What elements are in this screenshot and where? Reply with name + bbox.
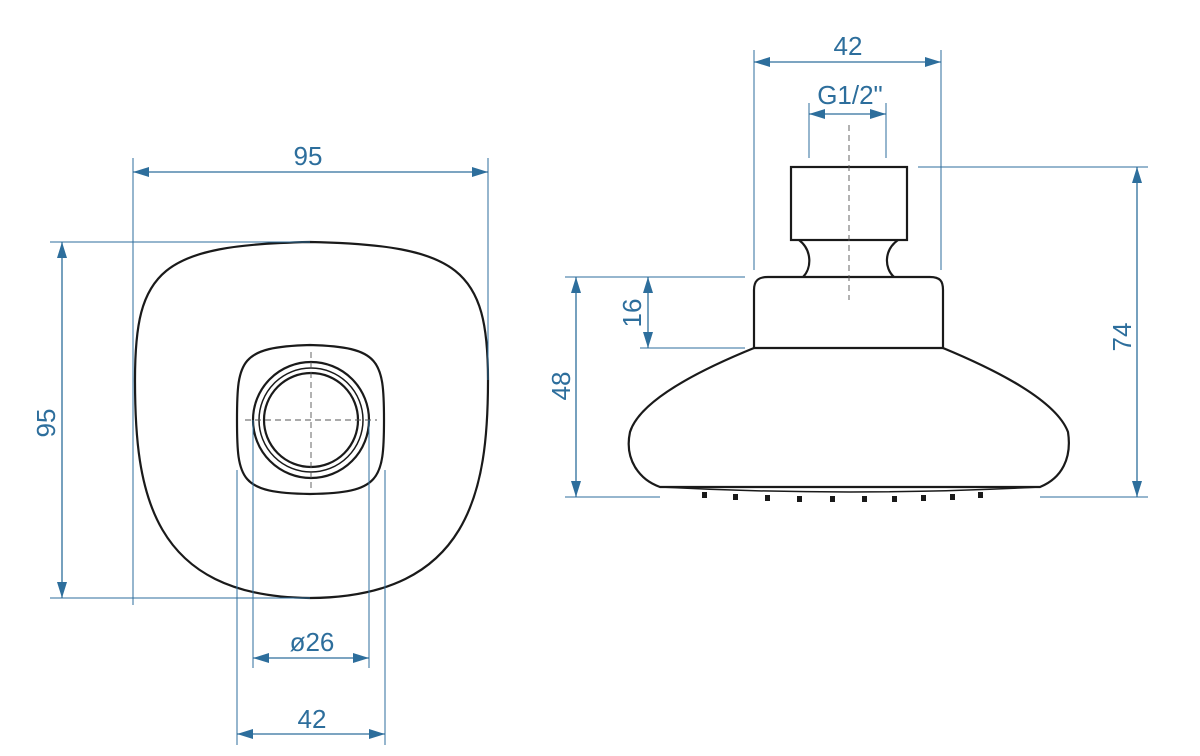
- side-thread-label: G1/2": [817, 80, 883, 110]
- side-total-arrow-top: [1132, 167, 1142, 183]
- nozzle: [950, 494, 955, 500]
- side-top-width-label: 42: [834, 31, 863, 61]
- side-collar-height-label: 16: [617, 299, 647, 328]
- side-total-height-label: 74: [1107, 323, 1137, 352]
- front-width-arrow-right: [472, 167, 488, 177]
- front-connector-arrow-left: [237, 729, 253, 739]
- nozzle: [702, 492, 707, 498]
- nozzle: [765, 495, 770, 501]
- side-collar-arrow-bottom: [643, 332, 653, 348]
- nozzle: [892, 496, 897, 502]
- side-face-plate: [659, 486, 1041, 493]
- side-collar: [752, 275, 945, 350]
- side-head-arrow-top: [571, 277, 581, 293]
- front-connector-arrow-right: [369, 729, 385, 739]
- side-top-arrow-left: [754, 57, 770, 67]
- side-head: [627, 346, 1070, 489]
- side-thread-arrow-right: [870, 109, 886, 119]
- nozzle: [830, 496, 835, 502]
- nozzle: [921, 495, 926, 501]
- nozzle: [978, 492, 983, 498]
- side-top-arrow-right: [925, 57, 941, 67]
- nozzle: [733, 494, 738, 500]
- side-head-height-label: 48: [546, 372, 576, 401]
- front-diameter-arrow-left: [253, 653, 269, 663]
- side-total-arrow-bottom: [1132, 481, 1142, 497]
- side-view: 42 G1/2" 74 48 16: [546, 31, 1148, 502]
- side-collar-arrow-top: [643, 277, 653, 293]
- front-height-arrow-top: [57, 242, 67, 258]
- front-height-label: 95: [31, 409, 61, 438]
- front-width-arrow-left: [133, 167, 149, 177]
- side-neck: [798, 239, 899, 278]
- front-body-outline: [133, 240, 490, 600]
- nozzle: [862, 496, 867, 502]
- front-inner-square: [235, 343, 386, 496]
- side-thread-arrow-left: [809, 109, 825, 119]
- front-width-label: 95: [294, 141, 323, 171]
- front-diameter-label: ø26: [290, 627, 335, 657]
- front-diameter-arrow-right: [353, 653, 369, 663]
- side-head-arrow-bottom: [571, 481, 581, 497]
- side-nozzles: [702, 492, 983, 502]
- front-view: 95 95 ø26 42: [31, 141, 490, 745]
- nozzle: [797, 496, 802, 502]
- front-height-arrow-bottom: [57, 582, 67, 598]
- front-connector-label: 42: [298, 704, 327, 734]
